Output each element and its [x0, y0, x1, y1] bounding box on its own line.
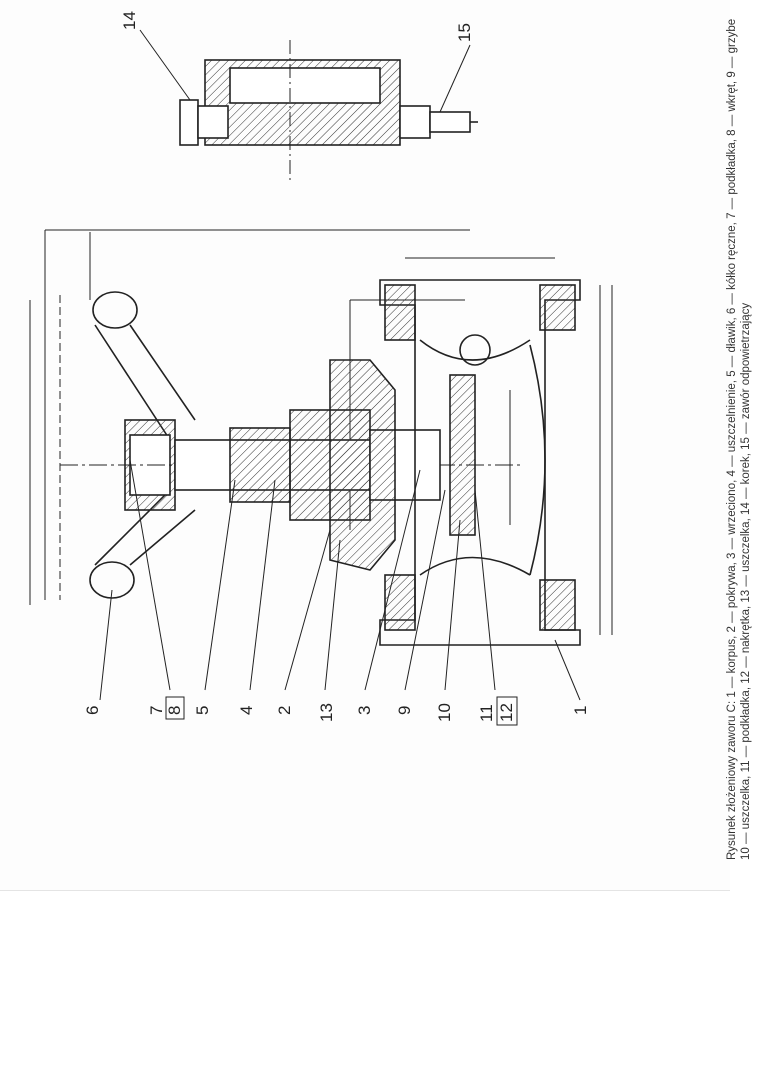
label-8: 8 [165, 706, 184, 715]
label-5: 5 [193, 706, 212, 715]
label-10: 10 [435, 703, 454, 722]
label-13: 13 [317, 703, 336, 722]
label-6: 6 [83, 706, 102, 715]
caption-line-2: 10 — uszczelka, 11 — podkładka, 12 — nak… [740, 302, 752, 860]
valve-disc [449, 374, 476, 536]
part-labels: 6 7 8 5 4 2 13 3 9 10 11 12 1 14 15 [83, 11, 590, 726]
label-15: 15 [455, 23, 474, 42]
label-9: 9 [395, 706, 414, 715]
figure-caption: Rysunek złożeniowy zaworu C: 1 — korpus,… [725, 0, 753, 860]
label-1: 1 [571, 706, 590, 715]
label-2: 2 [275, 706, 294, 715]
bonnet [329, 359, 396, 571]
label-4: 4 [237, 706, 256, 715]
valve-body [379, 279, 581, 646]
label-11: 11 [477, 704, 496, 722]
detail-view-plug [179, 40, 478, 180]
label-7: 7 [147, 706, 166, 715]
label-12: 12 [497, 703, 516, 722]
label-14: 14 [120, 11, 139, 30]
label-3: 3 [355, 706, 374, 715]
caption-line-1: Rysunek złożeniowy zaworu C: 1 — korpus,… [726, 18, 738, 860]
